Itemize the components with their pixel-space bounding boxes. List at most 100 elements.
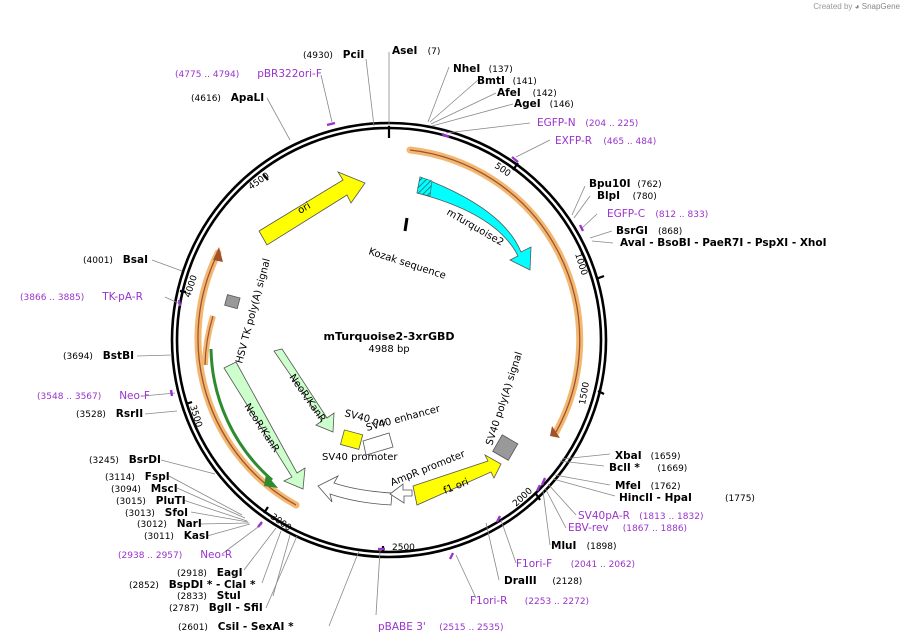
site-position: (2787) xyxy=(169,604,199,614)
enzyme-site-label: Bpu10I(762) xyxy=(589,178,662,190)
enzyme-site-label: (2852) BspDI * - ClaI * xyxy=(129,579,256,591)
neo-green-arrowhead xyxy=(264,474,278,488)
enzyme-site-label: AfeI(142) xyxy=(497,87,557,99)
site-name: AseI xyxy=(392,45,417,57)
snapgene-credit: Created by ◕ SnapGene xyxy=(813,2,900,11)
enzyme-site-label: BlpI(780) xyxy=(597,190,657,202)
kozak-marker xyxy=(403,217,409,232)
leader-lines xyxy=(136,52,616,627)
site-position: (3012) xyxy=(137,520,167,530)
site-position: (4616) xyxy=(191,94,221,104)
enzyme-site-label: (4001)BsaI xyxy=(83,254,148,266)
site-position: (1659) xyxy=(651,452,681,462)
feature-f1-ori-arrow xyxy=(412,454,502,506)
site-position: (204 .. 225) xyxy=(585,119,638,129)
site-position: (4930) xyxy=(303,51,333,61)
mturquoise2-start-hatch xyxy=(416,176,433,197)
site-position: (3094) xyxy=(111,485,141,495)
site-position: (3694) xyxy=(63,352,93,362)
feature-neor-kanr-inner-arrow xyxy=(273,348,335,433)
enzyme-site-label: (2787) BglI - SfiI xyxy=(169,602,263,614)
enzyme-site-label: BsrGI(868) xyxy=(616,225,682,237)
orf-mturquoise-arrowhead xyxy=(550,426,560,438)
enzyme-site-label: (3245) BsrDI xyxy=(89,454,161,466)
ruler-label: 3000 xyxy=(268,512,293,533)
enzyme-site-label: AvaI - BsoBI - PaeR7I - PspXI - XhoI(879… xyxy=(620,237,827,249)
site-position: (2938 .. 2957) xyxy=(118,551,182,561)
site-position: (2852) xyxy=(129,581,159,591)
site-name: BglI - SfiI xyxy=(209,602,263,614)
site-name: BstBI xyxy=(103,350,134,362)
site-name: MfeI xyxy=(615,480,641,492)
site-name: NheI xyxy=(453,63,480,75)
orf-neo-arrowhead xyxy=(213,247,223,262)
enzyme-site-label: (4616)ApaLI xyxy=(191,92,264,104)
backbone-ticks xyxy=(179,126,605,553)
site-position: (1898) xyxy=(587,542,617,552)
feature-label-neor-inner: NeoR/KanR xyxy=(287,372,328,424)
feature-ampr-promoter-arrow xyxy=(389,483,413,504)
site-name: BsrDI xyxy=(129,454,161,466)
site-name: NarI xyxy=(177,518,202,530)
site-name: TK-pA-R xyxy=(101,291,143,303)
primer-markers xyxy=(169,121,585,560)
site-name: EGFP-C xyxy=(607,208,645,220)
enzyme-site-label: (2918)EagI xyxy=(177,567,242,579)
site-position: (1775) xyxy=(725,494,755,504)
enzyme-site-label: (3528)RsrII xyxy=(76,408,143,420)
enzyme-site-label: HincII - HpaI(1775) xyxy=(619,492,755,504)
site-name: MscI xyxy=(151,483,178,495)
site-name: Neo-F xyxy=(119,390,150,402)
enzyme-site-label: MfeI(1762) xyxy=(615,480,681,492)
site-name: SfoI xyxy=(165,507,188,519)
feature-label-sv40-promoter: SV40 promoter xyxy=(322,452,398,463)
site-name: CsiI - SexAI * xyxy=(218,621,294,633)
enzyme-site-label: DraIII(2128) xyxy=(504,575,582,587)
site-name: FspI xyxy=(145,471,170,483)
site-position: (1669) xyxy=(657,464,687,474)
feature-label-sv40-polya: SV40 poly(A) signal xyxy=(484,351,525,447)
site-position: (465 .. 484) xyxy=(603,137,656,147)
feature-label-hsv-tk-polya: HSV TK poly(A) signal xyxy=(234,257,273,364)
site-name: BsaI xyxy=(123,254,148,266)
site-position: (3528) xyxy=(76,410,106,420)
orf-neo-line xyxy=(197,252,297,506)
site-name: EGFP-N xyxy=(537,117,576,129)
credit-brand: SnapGene xyxy=(861,2,900,11)
site-position: (3015) xyxy=(116,497,146,507)
site-name: PluTI xyxy=(156,495,186,507)
primer-site-label: (3866 .. 3885)TK-pA-R xyxy=(20,291,143,303)
site-position: (3548 .. 3567) xyxy=(37,392,101,402)
site-position: (812 .. 833) xyxy=(655,210,708,220)
site-name: pBABE 3' xyxy=(378,621,426,633)
primer-site-label: EGFP-N (204 .. 225) xyxy=(537,117,638,129)
orf-mturquoise-line xyxy=(409,149,581,433)
feature-label-kozak: Kozak sequence xyxy=(367,246,447,281)
site-name: AfeI xyxy=(497,87,521,99)
enzyme-site-label: (3015) PluTI xyxy=(116,495,186,507)
feature-sv40-enhancer-box xyxy=(362,432,394,456)
site-name: Bpu10I xyxy=(589,178,631,190)
snapgene-logo-icon: ◕ xyxy=(854,2,860,11)
enzyme-site-label: BclI *(1669) xyxy=(609,462,687,474)
site-name: BmtI xyxy=(477,75,505,87)
primer-site-label: (2938 .. 2957) Neo-R xyxy=(118,549,232,561)
site-position: (3245) xyxy=(89,456,119,466)
site-position: (1813 .. 1832) xyxy=(639,512,703,522)
site-name: Neo-R xyxy=(200,549,232,561)
ruler-label: 1500 xyxy=(578,381,592,406)
site-name: PciI xyxy=(343,49,364,61)
primer-site-label: EGFP-C (812 .. 833) xyxy=(607,208,708,220)
site-name: BspDI * - ClaI * xyxy=(169,579,256,591)
site-position: (3013) xyxy=(125,509,155,519)
site-name: AgeI xyxy=(514,98,541,110)
site-position: (1867 .. 1886) xyxy=(623,524,687,534)
site-position: (2128) xyxy=(552,577,582,587)
enzyme-site-label: XbaI(1659) xyxy=(615,450,681,462)
site-position: (2918) xyxy=(177,569,207,579)
enzyme-site-label: (3114)FspI xyxy=(105,471,170,483)
site-position: (146) xyxy=(550,100,574,110)
site-name: pBR322ori-F xyxy=(257,68,322,80)
site-name: StuI xyxy=(217,590,241,602)
